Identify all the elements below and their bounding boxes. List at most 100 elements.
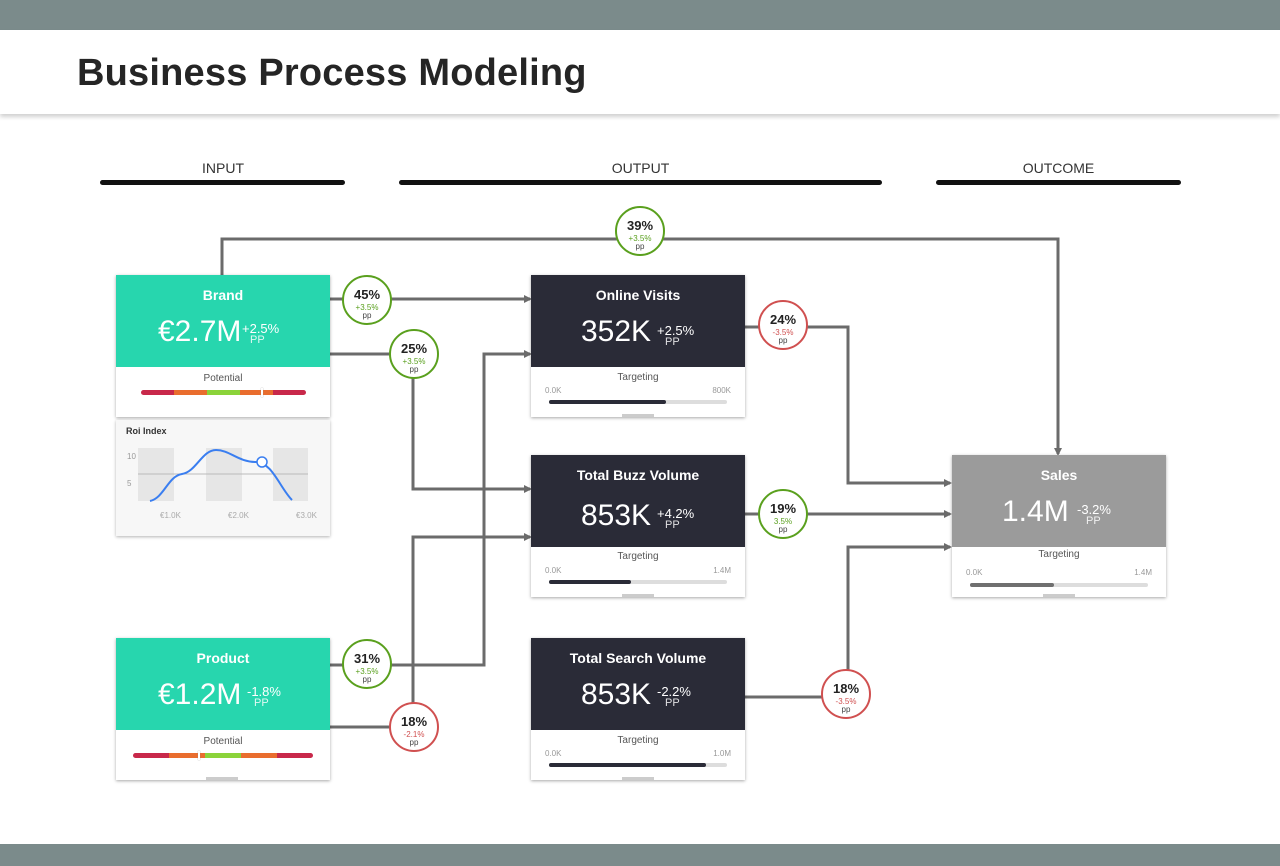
sales-min: 0.0K [966,568,983,577]
column-header-input: INPUT [202,160,244,176]
badge-percent: 45% [353,287,381,302]
brand-potential-marker[interactable] [261,388,264,397]
roi-xtick-1: €1.0K [160,511,182,520]
badge-delta: -2.1% [403,730,425,739]
online-visits-progress-fill [549,400,667,404]
product-card-header: Product €1.2M -1.8% PP [116,638,330,730]
buzz-volume-progress-fill [549,580,631,584]
buzz-volume-min: 0.0K [545,566,562,575]
buzz-volume-change: +4.2% [657,506,695,521]
roi-ytick-10: 10 [127,452,136,461]
badge-percent: 39% [626,218,654,233]
sales-scroll-handle[interactable] [1043,594,1075,597]
roi-ytick-5: 5 [127,479,132,488]
product-potential-label: Potential [203,736,243,747]
sales-header: Sales 1.4M -3.2% PP [952,455,1166,547]
sales-progress-track [970,583,1148,587]
product-card[interactable]: Product €1.2M -1.8% PP Potential [116,638,330,780]
badge-unit: pp [778,525,788,534]
search-volume-progress-fill [549,763,706,767]
column-divider-outcome [936,180,1181,185]
product-scroll-handle[interactable] [206,777,238,780]
buzz-volume-name: Total Buzz Volume [576,467,700,483]
buzz-volume-card[interactable]: Total Buzz Volume 853K +4.2% PP Targetin… [531,455,745,597]
connector-product-buzz [330,533,532,729]
top-bar [0,0,1280,30]
search-volume-max: 1.0M [713,749,731,758]
roi-plot: 10 5 €1.0K €2.0K €3.0K [127,448,318,520]
buzz-volume-targeting-label: Targeting [617,551,659,562]
sales-change: -3.2% [1077,502,1111,517]
badge-brand-buzz[interactable]: 25% +3.5% pp [389,329,439,379]
sales-card[interactable]: Sales 1.4M -3.2% PP Targeting 0.0K 1.4M [952,455,1166,597]
online-visits-change: +2.5% [657,323,695,338]
search-volume-name: Total Search Volume [569,650,707,666]
online-visits-card[interactable]: Online Visits 352K +2.5% PP Targeting 0.… [531,275,745,417]
brand-value: €2.7M [158,315,242,348]
roi-point [256,456,268,468]
column-header-output: OUTPUT [611,160,670,176]
search-volume-value: 853K [581,678,652,711]
search-volume-scroll-handle[interactable] [622,777,654,780]
badge-product-online[interactable]: 31% +3.5% pp [342,639,392,689]
column-header-outcome: OUTCOME [1022,160,1095,176]
product-potential-marker[interactable] [197,751,200,760]
product-name: Product [196,650,250,666]
brand-card-header: Brand €2.7M +2.5% PP [116,275,330,367]
brand-name: Brand [202,287,244,303]
page-title: Business Process Modeling [77,52,587,94]
badge-delta: +3.5% [402,357,426,366]
buzz-volume-progress-track [549,580,727,584]
badge-product-buzz[interactable]: 18% -2.1% pp [389,702,439,752]
badge-unit: pp [841,705,851,714]
sales-name: Sales [1040,467,1078,483]
brand-potential-bar [141,390,306,395]
online-visits-value: 352K [581,315,652,348]
badge-percent: 18% [832,681,860,696]
badge-brand-online[interactable]: 45% +3.5% pp [342,275,392,325]
badge-delta: +3.5% [355,667,379,676]
online-visits-scroll-handle[interactable] [622,414,654,417]
badge-search-sales[interactable]: 18% -3.5% pp [821,669,871,719]
sales-max: 1.4M [1134,568,1152,577]
buzz-volume-header: Total Buzz Volume 853K +4.2% PP [531,455,745,547]
search-volume-unit: PP [665,697,680,709]
brand-change: +2.5% [242,321,280,336]
search-volume-change: -2.2% [657,684,691,699]
online-visits-max: 800K [712,386,731,395]
connector-online-sales [745,325,952,487]
badge-delta: +3.5% [355,303,379,312]
online-visits-targeting-label: Targeting [617,372,659,383]
badge-percent: 19% [769,501,797,516]
badge-brand-sales[interactable]: 39% +3.5% pp [615,206,665,256]
online-visits-progress-track [549,400,727,404]
search-volume-progress-track [549,763,727,767]
badge-delta: -3.5% [772,328,794,337]
buzz-volume-scroll-handle[interactable] [622,594,654,597]
brand-potential-label: Potential [203,373,243,384]
column-divider-output [399,180,882,185]
badge-unit: pp [409,738,419,747]
roi-xtick-2: €2.0K [228,511,250,520]
buzz-volume-unit: PP [665,519,680,531]
search-volume-card[interactable]: Total Search Volume 853K -2.2% PP Target… [531,638,745,780]
badge-unit: pp [409,365,419,374]
column-divider-input [100,180,345,185]
search-volume-min: 0.0K [545,749,562,758]
badge-unit: pp [778,336,788,345]
badge-delta: 3.5% [773,517,793,526]
brand-card[interactable]: Brand €2.7M +2.5% PP Potential [116,275,330,417]
product-change: -1.8% [247,684,281,699]
online-visits-name: Online Visits [595,287,681,303]
badge-delta: -3.5% [835,697,857,706]
badge-unit: pp [635,242,645,251]
sales-value: 1.4M [1002,495,1069,528]
badge-online-sales[interactable]: 24% -3.5% pp [758,300,808,350]
connector-brand-buzz [330,352,532,493]
product-potential-bar [133,753,313,758]
badge-buzz-sales[interactable]: 19% 3.5% pp [758,489,808,539]
product-value: €1.2M [158,678,242,711]
search-volume-targeting-label: Targeting [617,735,659,746]
roi-title: Roi Index [126,426,167,436]
badge-delta: +3.5% [628,234,652,243]
